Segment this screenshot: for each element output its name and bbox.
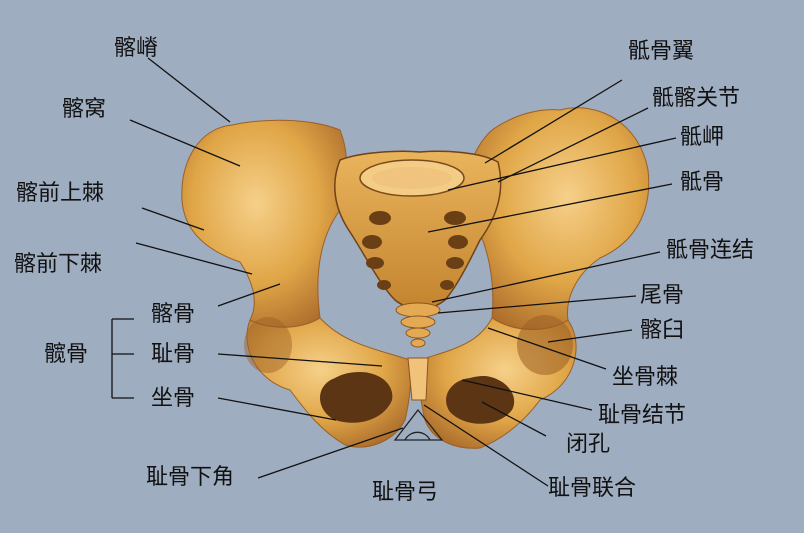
sacral-foramina — [362, 211, 468, 290]
label-ischium: 坐骨 — [151, 386, 196, 411]
label-asis: 髂前上棘 — [16, 181, 105, 206]
label-sacral-symphysis: 骶骨连结 — [666, 238, 755, 263]
label-coccyx: 尾骨 — [640, 283, 685, 308]
label-ischial-spine: 坐骨棘 — [612, 365, 679, 390]
pubic-symphysis-shape — [407, 357, 429, 401]
leader-lines — [111, 57, 677, 487]
subpubic-angle-marker — [393, 408, 444, 441]
sacral-base-texture — [372, 167, 452, 189]
label-si-joint: 骶髂关节 — [652, 86, 741, 111]
label-iliac-fossa: 髂窝 — [62, 97, 107, 122]
acetabulum-shadow — [517, 315, 573, 375]
label-aiis: 髂前下棘 — [14, 252, 103, 277]
label-ilium: 髂骨 — [151, 302, 196, 327]
label-ilium-crest: 髂嵴 — [114, 36, 159, 61]
label-hip-bone: 髋骨 — [44, 342, 89, 367]
label-pubic-arch: 耻骨弓 — [372, 480, 439, 505]
coccyx-shape — [395, 302, 441, 348]
left-acetabulum-shadow — [244, 317, 292, 373]
label-sacral-ala: 骶骨翼 — [628, 39, 695, 64]
left-ilium — [181, 119, 348, 328]
label-pubic-tubercle: 耻骨结节 — [598, 403, 687, 428]
label-pubis: 耻骨 — [151, 342, 196, 367]
left-obturator-foramen — [320, 372, 393, 423]
label-pubic-symphysis: 耻骨联合 — [548, 476, 637, 501]
label-promontory: 骶岬 — [680, 125, 725, 150]
label-obturator-foramen: 闭孔 — [566, 432, 611, 457]
label-acetabulum: 髂臼 — [640, 318, 685, 343]
label-sacrum: 骶骨 — [680, 170, 725, 195]
label-subpubic-angle: 耻骨下角 — [146, 465, 235, 490]
